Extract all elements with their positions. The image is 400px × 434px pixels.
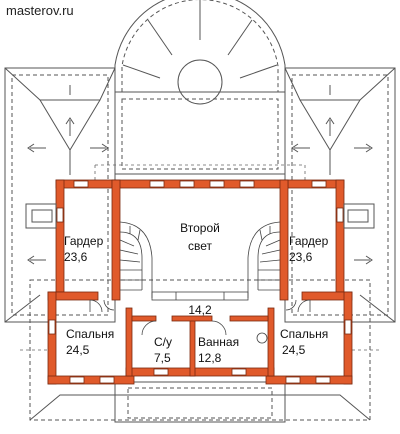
bathroom-name: Ванная — [198, 335, 239, 349]
bedroom-right-name: Спальня — [280, 327, 328, 341]
side-balconies — [25, 203, 375, 229]
bedroom-left-area: 24,5 — [66, 343, 90, 357]
guide-lines — [20, 164, 380, 351]
room-labels: Второй свет Гардер 23,6 Гардер 23,6 14,2… — [64, 221, 329, 365]
staircase-left — [119, 221, 153, 298]
second-light-label-line2: свет — [188, 239, 213, 253]
windows — [48, 180, 352, 384]
second-light-railing — [151, 291, 249, 301]
wc-area: 7,5 — [154, 351, 171, 365]
site-watermark: masterov.ru — [6, 3, 74, 18]
wardrobe-left-area: 23,6 — [64, 250, 88, 264]
hall-area: 14,2 — [188, 303, 212, 317]
bedroom-left-name: Спальня — [66, 327, 114, 341]
second-light-label-line1: Второй — [180, 221, 220, 235]
bedroom-right-area: 24,5 — [282, 343, 306, 357]
wardrobe-right-area: 23,6 — [289, 250, 313, 264]
wc-name: С/у — [154, 335, 172, 349]
bathroom-area: 12,8 — [198, 351, 222, 365]
wardrobe-left-name: Гардер — [64, 234, 104, 248]
roof-arrows — [27, 85, 373, 265]
staircase-right — [247, 221, 281, 298]
wardrobe-right-name: Гардер — [289, 234, 329, 248]
doors — [89, 299, 311, 344]
